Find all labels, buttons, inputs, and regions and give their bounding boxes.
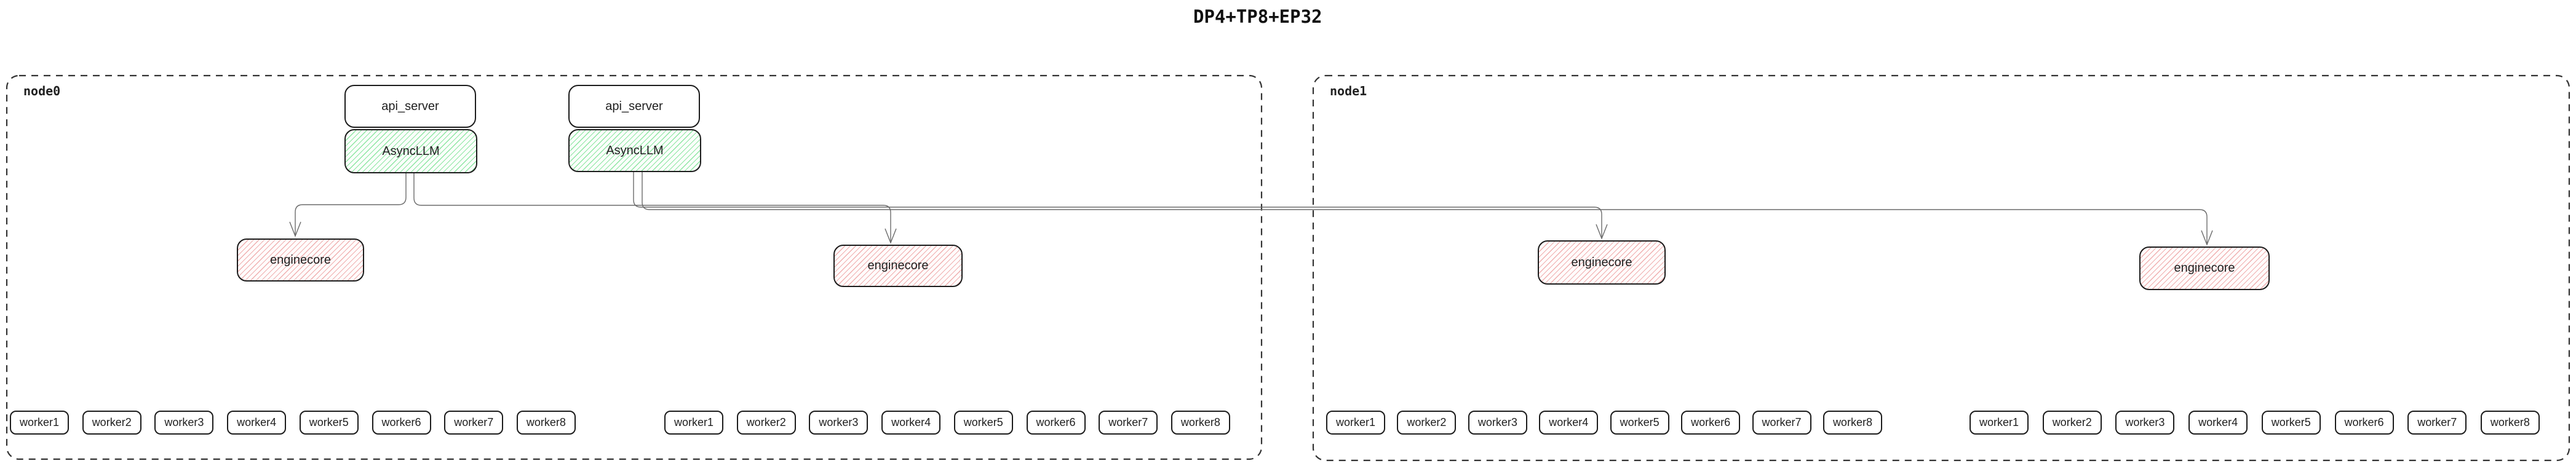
api-server-box-1: api_server bbox=[344, 85, 476, 128]
asyncllm-box-2: AsyncLLM bbox=[568, 129, 701, 172]
worker-box: worker2 bbox=[1397, 411, 1457, 435]
enginecore-box-1: enginecore bbox=[237, 238, 364, 282]
enginecore-box-4: enginecore bbox=[2139, 246, 2270, 290]
worker-box: worker6 bbox=[2334, 411, 2394, 435]
asyncllm-box-1: AsyncLLM bbox=[344, 129, 477, 173]
worker-box: worker8 bbox=[516, 411, 576, 435]
worker-box: worker7 bbox=[1752, 411, 1811, 435]
worker-box: worker6 bbox=[372, 411, 431, 435]
worker-box: worker2 bbox=[736, 411, 796, 435]
worker-box: worker4 bbox=[1539, 411, 1599, 435]
worker-box: worker1 bbox=[10, 411, 69, 435]
worker-box: worker2 bbox=[2042, 411, 2102, 435]
worker-box: worker1 bbox=[1970, 411, 2029, 435]
arrowhead-enginecore3 bbox=[1596, 224, 1608, 240]
worker-box: worker8 bbox=[1823, 411, 1882, 435]
worker-box: worker3 bbox=[154, 411, 214, 435]
worker-box: worker3 bbox=[809, 411, 869, 435]
worker-box: worker5 bbox=[299, 411, 359, 435]
worker-box: worker1 bbox=[1326, 411, 1385, 435]
worker-box: worker3 bbox=[2115, 411, 2175, 435]
edge-asyncllm2-enginecore4 bbox=[642, 171, 2208, 244]
node1-container-border bbox=[1312, 74, 2570, 462]
worker-box: worker5 bbox=[953, 411, 1013, 435]
arrowhead-enginecore4 bbox=[2201, 230, 2213, 246]
worker-box: worker4 bbox=[881, 411, 941, 435]
worker-group-node0-2: worker1 worker2 worker3 worker4 worker5 worke… bbox=[664, 411, 1230, 435]
worker-box: worker5 bbox=[2261, 411, 2321, 435]
api-server-box-2: api_server bbox=[568, 85, 700, 128]
node1-label: node1 bbox=[1330, 84, 1367, 98]
worker-box: worker5 bbox=[1610, 411, 1669, 435]
worker-box: worker8 bbox=[1171, 411, 1230, 435]
worker-box: worker7 bbox=[1099, 411, 1158, 435]
arrowhead-enginecore2 bbox=[885, 228, 897, 244]
enginecore-box-3: enginecore bbox=[1538, 240, 1666, 285]
worker-box: worker3 bbox=[1468, 411, 1527, 435]
enginecore-box-2: enginecore bbox=[833, 245, 963, 287]
worker-box: worker4 bbox=[227, 411, 287, 435]
arrowhead-enginecore1 bbox=[289, 221, 301, 237]
worker-box: worker7 bbox=[2407, 411, 2467, 435]
worker-box: worker2 bbox=[82, 411, 141, 435]
diagram-title: DP4+TP8+EP32 bbox=[1193, 6, 1322, 27]
edge-asyncllm1-enginecore1 bbox=[295, 173, 407, 235]
worker-box: worker4 bbox=[2188, 411, 2248, 435]
edge-asyncllm1-enginecore2 bbox=[413, 173, 891, 242]
worker-box: worker7 bbox=[444, 411, 504, 435]
worker-group-node0-1: worker1 worker2 worker3 worker4 worker5 worke… bbox=[10, 411, 576, 435]
worker-group-node1-1: worker1 worker2 worker3 worker4 worker5 worke… bbox=[1326, 411, 1882, 435]
edge-asyncllm2-enginecore3 bbox=[633, 171, 1602, 238]
worker-box: worker1 bbox=[664, 411, 723, 435]
worker-group-node1-2: worker1 worker2 worker3 worker4 worker5 worke… bbox=[1970, 411, 2540, 435]
worker-box: worker8 bbox=[2480, 411, 2540, 435]
node0-label: node0 bbox=[23, 84, 61, 98]
worker-box: worker6 bbox=[1026, 411, 1086, 435]
worker-box: worker6 bbox=[1681, 411, 1741, 435]
